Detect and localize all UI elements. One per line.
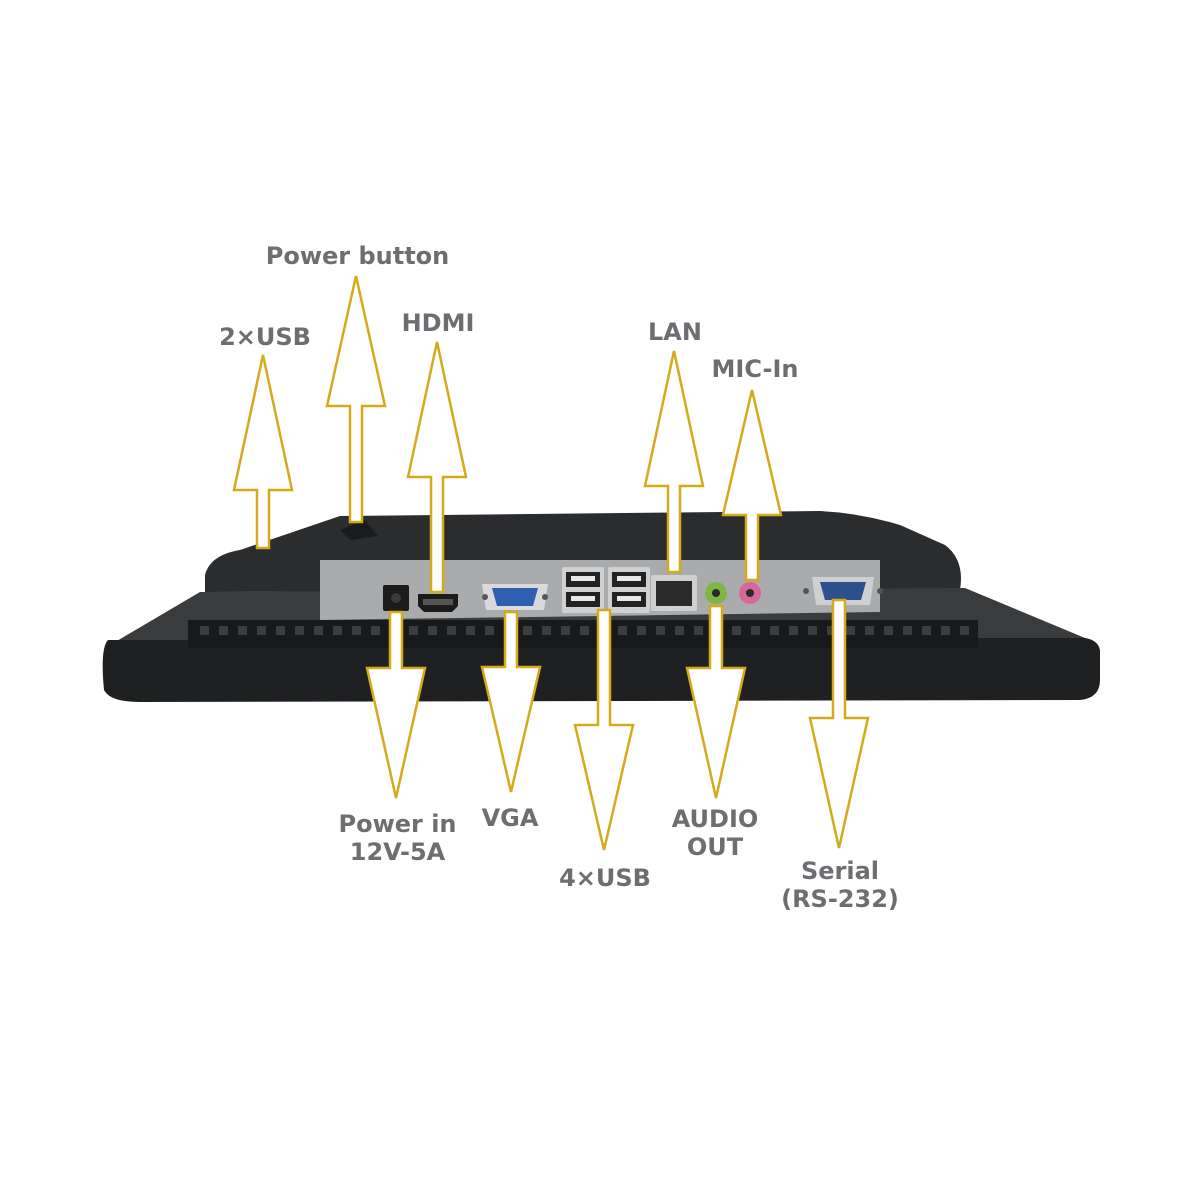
vent-slot bbox=[732, 626, 741, 635]
vent-slot bbox=[656, 626, 665, 635]
vent-slot bbox=[827, 626, 836, 635]
vent-slot bbox=[884, 626, 893, 635]
arrow-2xusb bbox=[232, 354, 294, 550]
vent-slot bbox=[200, 626, 209, 635]
label-2xusb: 2×USB bbox=[219, 323, 311, 351]
vent-slot bbox=[257, 626, 266, 635]
arrow-serial bbox=[808, 598, 870, 849]
arrow-hdmi bbox=[406, 341, 468, 594]
power-button-notch bbox=[340, 520, 378, 540]
vent-slot bbox=[561, 626, 570, 635]
vent-slot bbox=[447, 626, 456, 635]
callout-arrows bbox=[232, 275, 870, 851]
vent-slot bbox=[865, 626, 874, 635]
serial-connector bbox=[820, 582, 866, 600]
vga-screw-right bbox=[542, 594, 548, 600]
arrow-lan bbox=[643, 350, 705, 574]
arrow-power-button bbox=[325, 275, 387, 524]
vent-slot bbox=[333, 626, 342, 635]
vent-slot bbox=[428, 626, 437, 635]
vent-slot bbox=[276, 626, 285, 635]
vent-slot bbox=[219, 626, 228, 635]
vent-slots bbox=[200, 626, 969, 635]
arrow-4xusb bbox=[573, 608, 635, 851]
vent-slot bbox=[846, 626, 855, 635]
vent-slot bbox=[903, 626, 912, 635]
vent-slot bbox=[922, 626, 931, 635]
hdmi-port-inner bbox=[423, 599, 453, 605]
arrow-power-in bbox=[365, 610, 427, 799]
vent-slot bbox=[941, 626, 950, 635]
vent-slot bbox=[637, 626, 646, 635]
vent-slot bbox=[314, 626, 323, 635]
vent-slot bbox=[295, 626, 304, 635]
label-serial: Serial(RS-232) bbox=[781, 857, 899, 913]
vent-slot bbox=[751, 626, 760, 635]
vent-slot bbox=[485, 626, 494, 635]
vent-slot bbox=[238, 626, 247, 635]
label-vga: VGA bbox=[481, 804, 539, 832]
serial-screw-right bbox=[877, 588, 883, 594]
vent-slot bbox=[409, 626, 418, 635]
vent-slot bbox=[352, 626, 361, 635]
serial-screw-left bbox=[803, 588, 809, 594]
dc-jack-pin bbox=[391, 593, 401, 603]
lan-port-inner bbox=[656, 581, 692, 606]
label-mic-in: MIC-In bbox=[711, 355, 799, 383]
vent-slot bbox=[770, 626, 779, 635]
vent-slot bbox=[542, 626, 551, 635]
vga-connector bbox=[492, 588, 538, 606]
arrow-audio-out bbox=[685, 604, 747, 799]
vent-slot bbox=[960, 626, 969, 635]
vent-slot bbox=[808, 626, 817, 635]
vent-slot bbox=[580, 626, 589, 635]
vent-slot bbox=[466, 626, 475, 635]
label-hdmi: HDMI bbox=[401, 309, 475, 337]
vent-slot bbox=[694, 626, 703, 635]
vent-slot bbox=[675, 626, 684, 635]
vent-slot bbox=[371, 626, 380, 635]
vent-slot bbox=[618, 626, 627, 635]
arrow-mic-in bbox=[721, 389, 783, 582]
label-4xusb: 4×USB bbox=[559, 864, 651, 892]
label-power-button: Power button bbox=[265, 242, 450, 270]
arrow-vga bbox=[480, 610, 542, 793]
audio-out-jack-hole bbox=[712, 589, 720, 597]
io-plate bbox=[320, 560, 883, 620]
vent-slot bbox=[523, 626, 532, 635]
vent-slot bbox=[789, 626, 798, 635]
usb-stack bbox=[562, 567, 650, 613]
vga-screw-left bbox=[482, 594, 488, 600]
mic-in-jack-hole bbox=[746, 589, 754, 597]
label-lan: LAN bbox=[648, 318, 702, 346]
